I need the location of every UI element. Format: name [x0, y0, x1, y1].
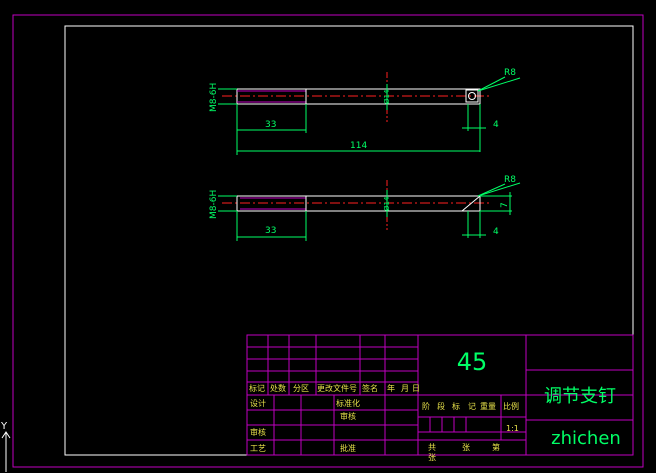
dim-33-label-1: 33	[265, 120, 276, 130]
dim-4-label-1: 4	[493, 120, 499, 130]
thread-label-2: M8-6H	[209, 190, 219, 219]
sheet-info-1: 张	[462, 443, 470, 452]
thread-label-1: M8-6H	[209, 83, 219, 112]
radius-leader-2	[477, 182, 521, 197]
right-header-3: 记	[468, 402, 476, 411]
radius-label-2: R8	[504, 175, 516, 185]
rev-header-3: 更改文件号	[317, 383, 357, 393]
rev-header-2: 分区	[293, 384, 309, 393]
dim-33-label-2: 33	[265, 226, 276, 236]
rev-header-6: 月	[401, 384, 409, 393]
audit-label: 审核	[340, 411, 356, 421]
standardize-label: 标准化	[336, 398, 360, 408]
dim-4-label-2: 4	[493, 227, 499, 237]
part-view-1[interactable]: M8-6H Ø14 R8 4 33 114	[209, 68, 521, 155]
sheet-info-0: 共	[428, 443, 436, 452]
diameter-label-2: Ø14	[383, 196, 391, 211]
diameter-label-1: Ø14	[383, 89, 391, 104]
ucs-arrow	[1, 431, 11, 439]
right-header-1: 段	[437, 401, 445, 411]
right-header-0: 阶	[422, 401, 430, 411]
slope-line-2	[461, 195, 481, 212]
radius-leader-2b	[477, 183, 506, 197]
rev-header-5: 年	[387, 383, 395, 393]
part-view-2[interactable]: M8-6H Ø14 R8 7 4 33	[209, 175, 521, 241]
right-header-4: 重量	[480, 401, 496, 411]
part-name: 调节支钉	[544, 386, 616, 407]
rev-header-0: 标记	[249, 383, 265, 393]
title-block[interactable]	[246, 334, 634, 456]
right-header-5: 比例	[503, 401, 519, 411]
dim-7-label-2: 7	[500, 202, 510, 208]
title-block-text: 45 标记 处数 分区 更改文件号 签名 年 月 日 设计 标准化 审核 审核 …	[249, 348, 621, 462]
sheet-info-2: 第	[492, 442, 500, 452]
sheet-info-3: 张	[428, 453, 436, 462]
dim-114-label: 114	[350, 141, 367, 151]
radius-label-1: R8	[504, 68, 516, 78]
rev-header-4: 签名	[362, 383, 378, 393]
ucs-icon: Y	[0, 421, 11, 472]
rev-header-7: 日	[412, 384, 420, 393]
approve-label: 批准	[340, 443, 356, 453]
design-label: 设计	[250, 398, 266, 408]
radius-leader-1b	[477, 76, 506, 92]
right-header-2: 标	[452, 401, 460, 411]
sheet-border	[12, 14, 644, 468]
radius-leader-1	[477, 77, 521, 92]
rev-header-1: 处数	[270, 383, 286, 393]
author-watermark: zhichen	[551, 428, 621, 449]
shaft-body-1	[236, 88, 481, 105]
review-label: 审核	[250, 427, 266, 437]
scale-value: 1:1	[506, 424, 519, 433]
cross-hole-circle-1	[468, 92, 476, 100]
ucs-y-label: Y	[0, 421, 8, 432]
process-label: 工艺	[250, 444, 266, 453]
shaft-body-2	[236, 195, 481, 212]
material-label: 45	[457, 348, 488, 376]
cross-hole-1	[465, 89, 479, 103]
